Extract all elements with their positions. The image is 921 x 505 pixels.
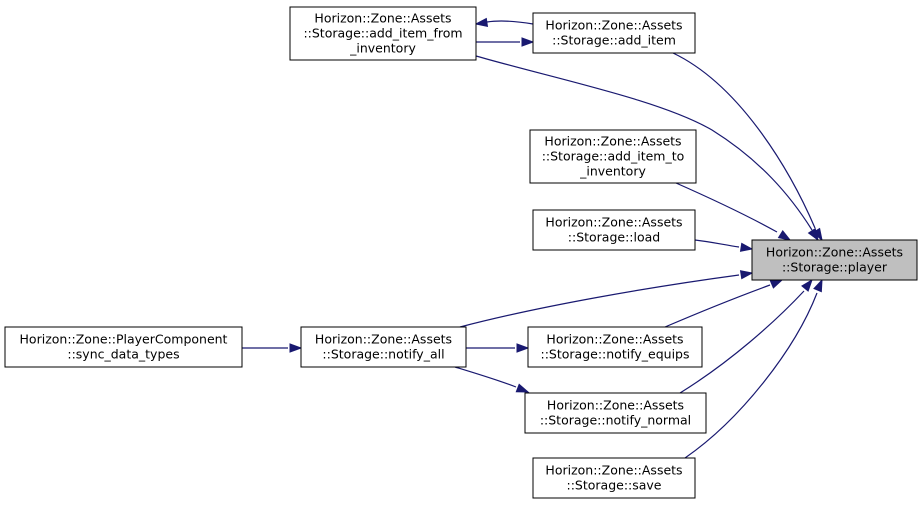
edge-notify_normal-to-player [679,278,813,394]
edges-layer [242,17,823,459]
arrow-head [769,279,784,289]
node-box [529,129,697,184]
edge-add_item_from_inventory-to-player [475,55,819,242]
node-label-line: ::Storage::add_item_to [542,149,685,164]
node-label-line: ::Storage::save [566,478,661,493]
node-save[interactable]: Horizon::Zone::Assets::Storage::save [532,457,696,499]
edge-sync_data_types-to-notify_all [242,343,303,353]
edge-line [672,52,816,229]
edge-add_item-to-add_item_from_inventory [474,17,534,28]
node-sync-data-types[interactable]: Horizon::Zone::PlayerComponent::sync_dat… [4,326,243,368]
node-box [751,239,918,281]
node-label-line: ::Storage::add_item [552,33,676,48]
edge-notify_all-to-notify_equips [466,343,530,353]
arrow-head [521,37,535,47]
node-label-line: Horizon::Zone::Assets [315,332,452,347]
node-add-item-to-inventory[interactable]: Horizon::Zone::Assets::Storage::add_item… [529,129,697,184]
node-notify-equips[interactable]: Horizon::Zone::Assets::Storage::notify_e… [527,326,703,368]
node-label-line: Horizon::Zone::Assets [545,215,682,230]
arrow-head [739,270,754,280]
node-notify-all[interactable]: Horizon::Zone::Assets::Storage::notify_a… [300,326,467,368]
node-player[interactable]: Horizon::Zone::Assets::Storage::player [751,239,918,281]
node-notify-normal[interactable]: Horizon::Zone::Assets::Storage::notify_n… [524,392,707,434]
node-label-line: Horizon::Zone::Assets [314,11,451,26]
edge-notify_all-to-notify_normal [454,366,530,393]
node-label-line: Horizon::Zone::Assets [544,134,681,149]
arrow-head [739,242,754,252]
edge-notify_equips-to-player [664,279,784,328]
node-box [532,12,696,54]
node-label-line: ::Storage::notify_equips [541,347,690,362]
arrow-head [813,278,823,293]
node-add-item-from-inventory[interactable]: Horizon::Zone::Assets::Storage::add_item… [289,6,477,61]
arrow-head [515,383,530,393]
edge-line [486,20,534,25]
edge-save-to-player [684,278,823,459]
node-box [524,392,707,434]
node-load[interactable]: Horizon::Zone::Assets::Storage::load [532,209,696,251]
edge-notify_all-to-player [459,270,754,328]
node-box [4,326,243,368]
edge-add_item_from_inventory-to-add_item [476,37,535,47]
edge-line [694,239,740,248]
node-box [532,209,696,251]
node-box [532,457,696,499]
edge-line [684,292,818,459]
edge-load-to-player [694,239,754,252]
arrow-head [289,343,303,353]
edge-line [664,284,771,328]
arrow-head [474,17,489,28]
node-box [527,326,703,368]
node-label-line: Horizon::Zone::Assets [547,398,684,413]
node-label-line: Horizon::Zone::Assets [546,332,683,347]
edge-line [675,182,778,233]
edge-line [475,55,813,231]
edge-line [679,290,805,394]
node-label-line: Horizon::Zone::Assets [545,18,682,33]
arrow-head [807,227,819,242]
node-label-line: Horizon::Zone::PlayerComponent [20,332,228,347]
node-label-line: ::Storage::player [782,260,888,275]
node-label-line: _inventory [579,164,646,179]
node-label-line: ::Storage::notify_normal [540,413,691,428]
node-label-line: _inventory [349,41,416,56]
node-label-line: Horizon::Zone::Assets [545,463,682,478]
node-label-line: ::Storage::notify_all [322,347,444,362]
edge-add_item_to_inventory-to-player [675,182,792,241]
arrow-head [516,343,530,353]
edge-line [454,366,517,388]
node-add-item[interactable]: Horizon::Zone::Assets::Storage::add_item [532,12,696,54]
nodes-layer: Horizon::Zone::Assets::Storage::add_item… [4,6,918,499]
edge-line [459,274,740,328]
node-label-line: ::Storage::add_item_from [303,26,462,41]
arrow-head [801,278,813,292]
node-box [289,6,477,61]
node-label-line: Horizon::Zone::Assets [766,245,903,260]
node-label-line: ::sync_data_types [67,347,179,362]
node-label-line: ::Storage::load [568,230,660,245]
node-box [300,326,467,368]
arrow-head [777,229,792,241]
